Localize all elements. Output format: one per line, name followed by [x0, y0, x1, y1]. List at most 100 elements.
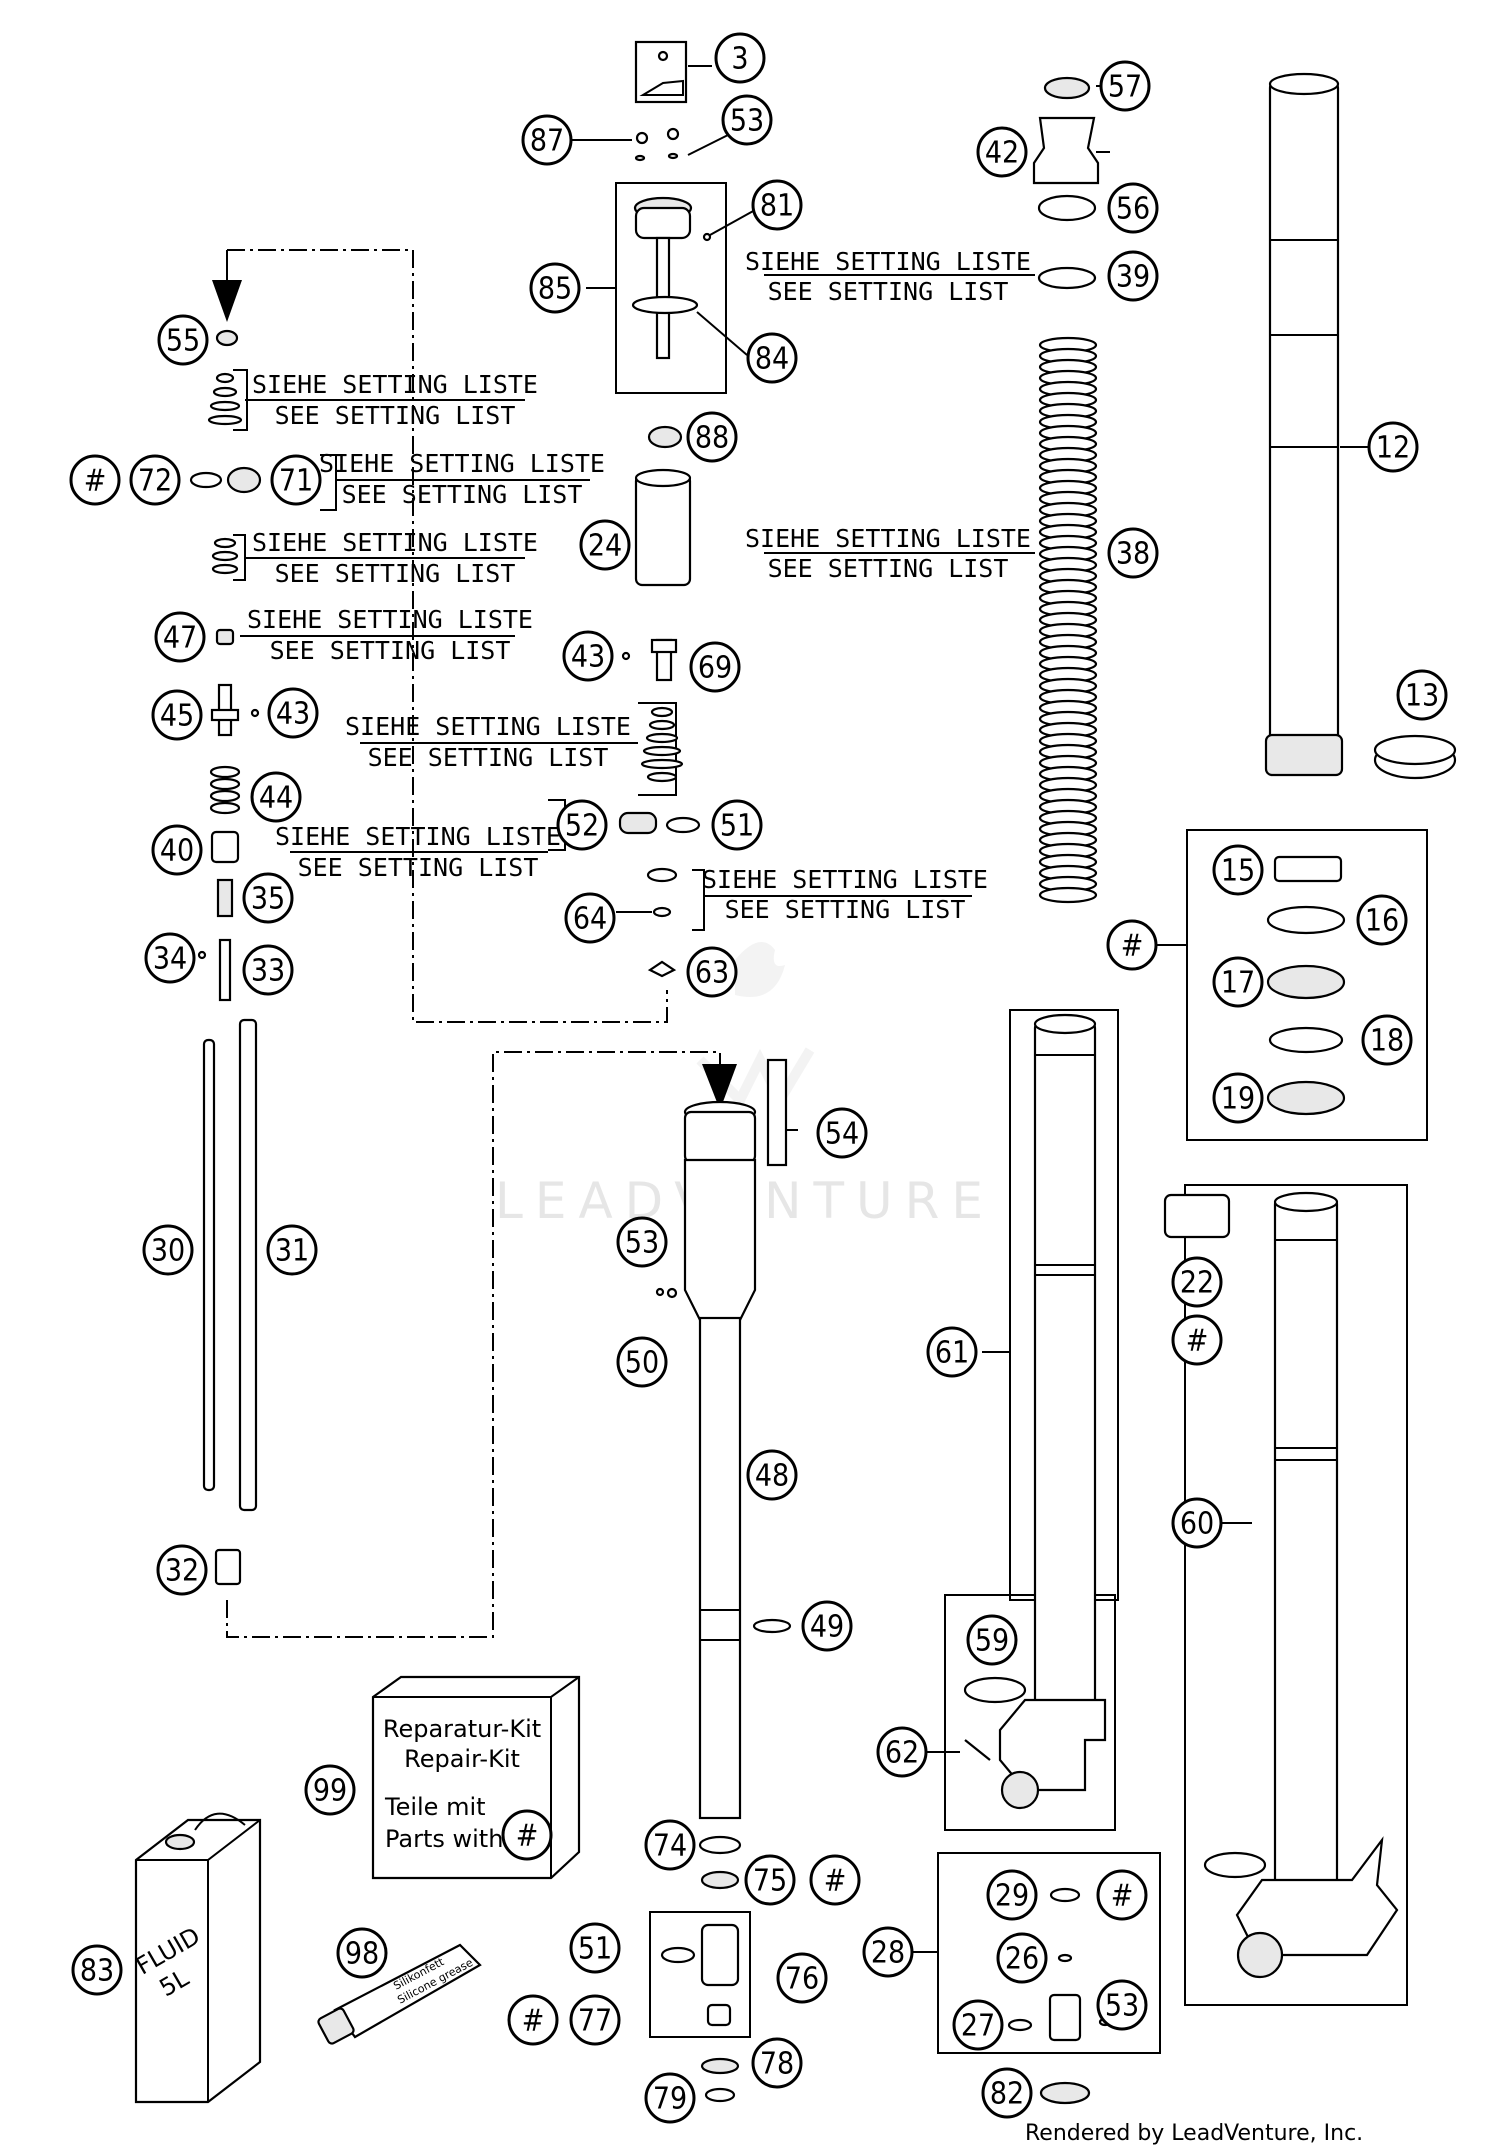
- callout-84: 84: [746, 332, 798, 384]
- part-12-bottom: [1264, 733, 1344, 777]
- callout-63: 63: [686, 946, 738, 998]
- part-12-tube: [1268, 78, 1340, 772]
- svg-text:3: 3: [731, 42, 748, 77]
- svg-text:51: 51: [720, 809, 754, 844]
- part-32-nut: [214, 1548, 242, 1586]
- svg-text:31: 31: [275, 1234, 309, 1269]
- kit-badge: #: [501, 1809, 553, 1861]
- callout-78: 78: [751, 2037, 803, 2089]
- setting-note-5: SIEHE SETTING LISTE SEE SETTING LIST: [345, 712, 638, 772]
- part-48-body: [683, 1158, 757, 1322]
- part-83-fluid-can: FLUID 5L: [131, 1812, 262, 2104]
- part-3-screw: [657, 50, 669, 62]
- svg-text:34: 34: [153, 942, 187, 977]
- svg-text:59: 59: [975, 1624, 1009, 1659]
- svg-text:76: 76: [785, 1962, 819, 1997]
- part-43-ball-2: [621, 651, 631, 661]
- part-87-screw-2: [666, 127, 680, 141]
- callout-69: 69: [689, 641, 741, 693]
- svg-text:38: 38: [1116, 537, 1150, 572]
- part-24-top: [634, 468, 692, 488]
- callout-hash: #: [507, 1994, 559, 2046]
- part-24-tube: [634, 473, 692, 587]
- part-51-oring-2: [660, 1946, 696, 1964]
- part-30-rod: [202, 1038, 216, 1492]
- callout-32: 32: [156, 1544, 208, 1596]
- callout-35: 35: [242, 872, 294, 924]
- callout-88: 88: [686, 411, 738, 463]
- svg-text:39: 39: [1116, 260, 1150, 295]
- part-16-washer: [1266, 905, 1346, 935]
- svg-text:24: 24: [588, 529, 622, 564]
- callout-30: 30: [142, 1224, 194, 1276]
- svg-text:71: 71: [279, 464, 313, 499]
- part-59-box: [944, 1594, 1116, 1831]
- setting-note-en: SEE SETTING LIST: [768, 277, 1009, 306]
- part-38-spring: [1038, 336, 1098, 904]
- setting-note-en: SEE SETTING LIST: [368, 743, 609, 772]
- setting-note-de: SIEHE SETTING LISTE: [252, 370, 538, 399]
- part-54-decal: [766, 1058, 788, 1167]
- callout-81: 81: [751, 179, 803, 231]
- svg-text:61: 61: [935, 1336, 969, 1371]
- part-52-piston: [618, 811, 658, 835]
- part-60-box: [1184, 1184, 1408, 2006]
- svg-text:81: 81: [760, 189, 794, 224]
- part-87-screw: [635, 131, 649, 145]
- svg-text:77: 77: [578, 2004, 612, 2039]
- part-60-tube: [1273, 1196, 1339, 1920]
- callout-13: 13: [1396, 669, 1448, 721]
- setting-note-2: SIEHE SETTING LISTE SEE SETTING LIST: [319, 449, 605, 509]
- part-19-wiper: [1266, 1080, 1346, 1116]
- setting-notes: SIEHE SETTING LISTE SEE SETTING LIST SIE…: [240, 247, 1031, 924]
- callout-hash: #: [69, 454, 121, 506]
- callout-48: 48: [746, 1449, 798, 1501]
- part-43-ball: [250, 708, 260, 718]
- callout-16: 16: [1356, 894, 1408, 946]
- svg-text:83: 83: [80, 1954, 114, 1989]
- part-63-nut: [647, 960, 677, 978]
- callout-27: 27: [952, 1999, 1004, 2051]
- svg-text:52: 52: [565, 809, 599, 844]
- callout-22: 22: [1171, 1256, 1223, 1308]
- svg-text:19: 19: [1221, 1082, 1255, 1117]
- part-69-valve-head: [650, 638, 678, 654]
- setting-note-8: SIEHE SETTING LISTE SEE SETTING LIST: [745, 247, 1031, 306]
- part-12-top: [1268, 72, 1340, 96]
- callout-24: 24: [579, 519, 631, 571]
- callout-54: 54: [816, 1107, 868, 1159]
- part-33-needle: [218, 938, 232, 1002]
- setting-note-de: SIEHE SETTING LISTE: [745, 524, 1031, 553]
- svg-text:#: #: [522, 2004, 545, 2039]
- part-82-cap: [1039, 2081, 1091, 2105]
- kit-line-3: Teile mit: [384, 1793, 486, 1821]
- assembly-path-cartridge: [227, 249, 668, 1023]
- svg-text:#: #: [824, 1864, 847, 1899]
- svg-text:60: 60: [1180, 1507, 1214, 1542]
- part-39-ring: [1037, 266, 1097, 290]
- part-29-oring: [1049, 1887, 1081, 1903]
- part-shim-stack-mid: [640, 706, 684, 783]
- callout-47: 47: [154, 611, 206, 663]
- setting-note-en: SEE SETTING LIST: [725, 895, 966, 924]
- svg-text:64: 64: [573, 902, 607, 937]
- svg-text:75: 75: [753, 1864, 787, 1899]
- callout-56: 56: [1107, 182, 1159, 234]
- callout-38: 38: [1107, 527, 1159, 579]
- svg-text:98: 98: [345, 1937, 379, 1972]
- part-56-ring: [1037, 194, 1097, 222]
- callout-50: 50: [616, 1336, 668, 1388]
- callout-82: 82: [981, 2067, 1033, 2119]
- callout-55: 55: [157, 314, 209, 366]
- callout-39: 39: [1107, 250, 1159, 302]
- callout-51: 51: [711, 799, 763, 851]
- svg-text:88: 88: [695, 421, 729, 456]
- part-59-oring: [963, 1676, 1027, 1704]
- part-61-axle-clamp: [998, 1698, 1107, 1792]
- part-53-washer: [634, 154, 646, 162]
- callout-76: 76: [776, 1952, 828, 2004]
- part-18-clip: [1268, 1026, 1344, 1054]
- callout-43: 43: [562, 630, 614, 682]
- part-3-bracket: [634, 40, 688, 104]
- arrow-down-icon: [212, 280, 242, 322]
